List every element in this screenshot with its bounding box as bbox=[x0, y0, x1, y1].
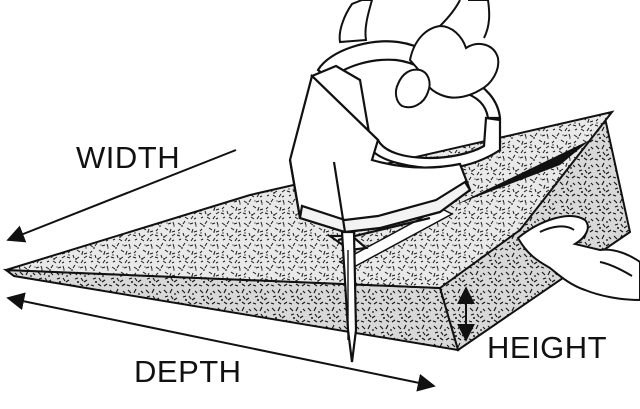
cut-wedge-shadow bbox=[455, 140, 590, 205]
depth-label: DEPTH bbox=[134, 354, 242, 389]
height-label: HEIGHT bbox=[487, 330, 608, 365]
width-arrow bbox=[6, 149, 237, 243]
left-hand-icon bbox=[338, 0, 500, 109]
width-label: WIDTH bbox=[76, 140, 181, 175]
foam-cutter-icon bbox=[288, 40, 502, 363]
depth-arrow bbox=[6, 292, 436, 392]
